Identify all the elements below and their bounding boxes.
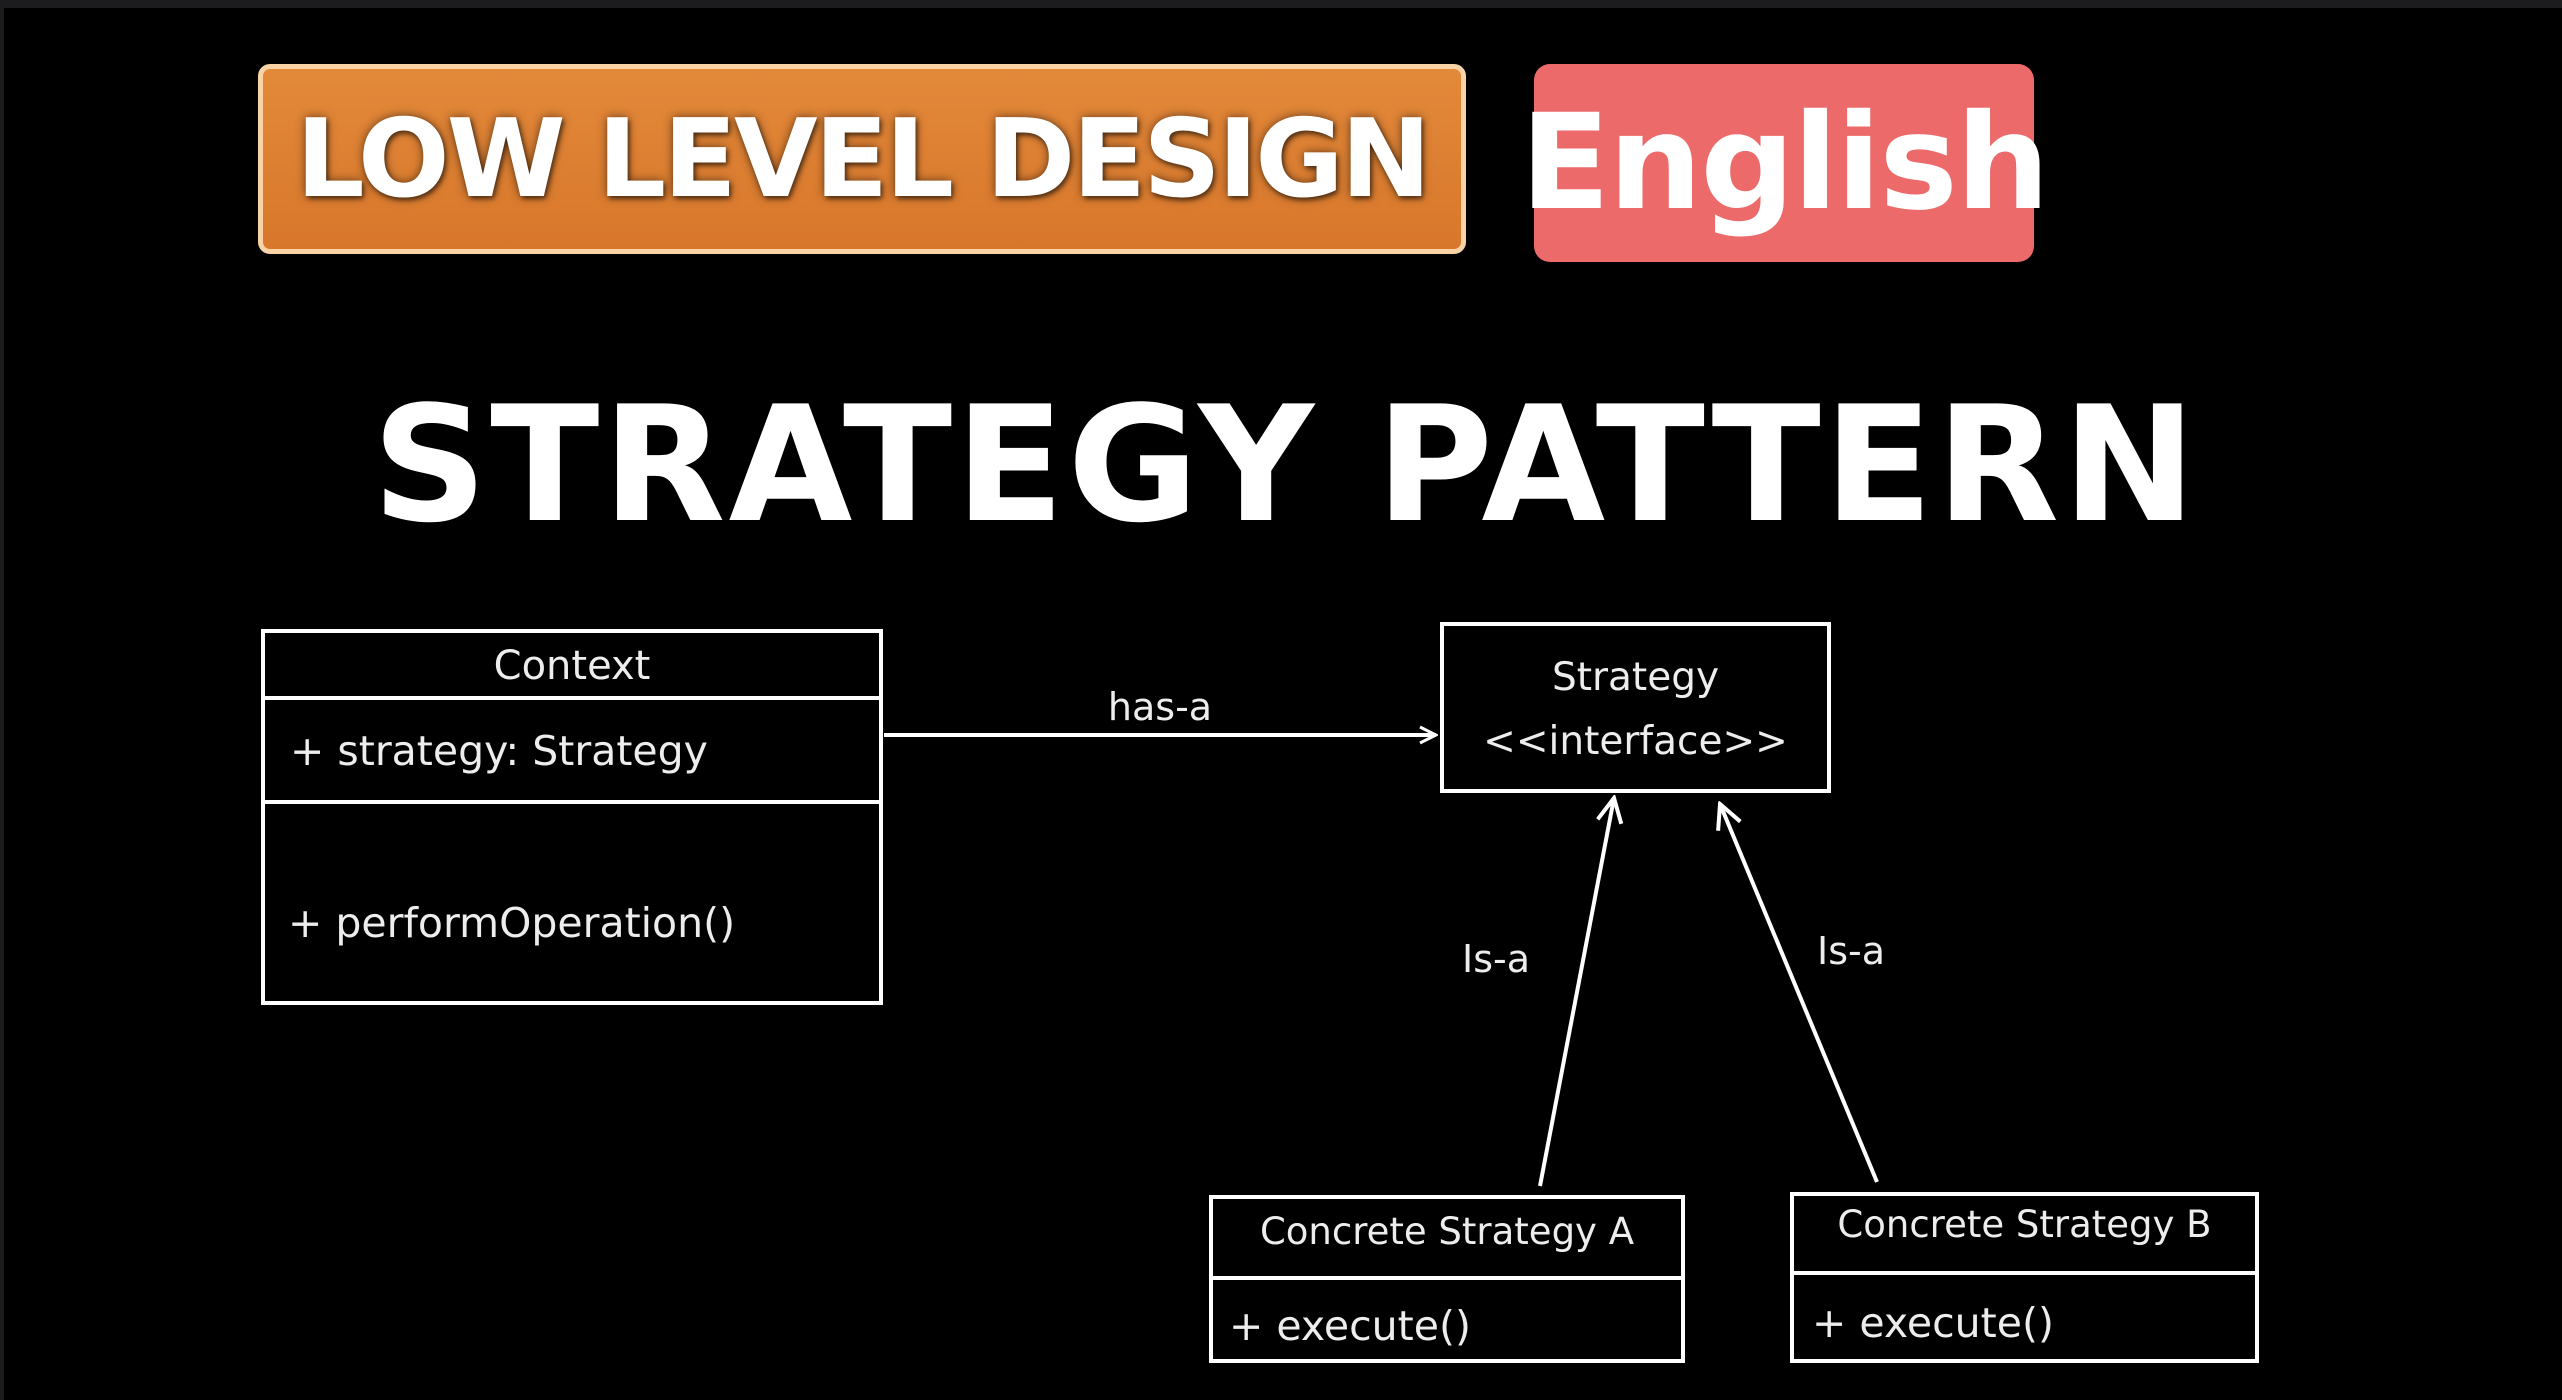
- concrete-strategy-a-name: Concrete Strategy A: [1259, 1210, 1635, 1253]
- low-level-design-badge: LOW LEVEL DESIGN: [258, 64, 1466, 254]
- context-class-box: [261, 629, 883, 1005]
- concrete-strategy-b-name: Concrete Strategy B: [1837, 1203, 2212, 1246]
- has-a-label: has-a: [1107, 685, 1213, 729]
- video-frame-top-edge: [0, 0, 2562, 8]
- is-a-arrow-a: [1538, 798, 1614, 1187]
- language-label: English: [1520, 86, 2050, 240]
- language-badge: English: [1520, 64, 2050, 262]
- context-attribute: + strategy: Strategy: [290, 727, 708, 775]
- strategy-interface-stereotype: <<interface>>: [1483, 719, 1788, 764]
- concrete-strategy-b-method: + execute(): [1812, 1299, 2054, 1347]
- video-frame-left-edge: [0, 0, 4, 1400]
- page-title: STRATEGY PATTERN: [372, 371, 2200, 558]
- is-a-label-a: Is-a: [1462, 937, 1531, 981]
- context-method: + performOperation(): [288, 899, 736, 947]
- is-a-label-b: Is-a: [1817, 929, 1886, 973]
- concrete-strategy-a-method: + execute(): [1229, 1302, 1471, 1350]
- context-class-name: Context: [493, 643, 651, 689]
- low-level-design-label: LOW LEVEL DESIGN: [295, 96, 1431, 222]
- is-a-arrow-b: [1720, 804, 1879, 1183]
- strategy-interface-name: Strategy: [1551, 655, 1720, 700]
- concrete-strategy-b-box: [1790, 1192, 2259, 1363]
- strategy-interface-box: [1440, 622, 1831, 793]
- concrete-strategy-a-box: [1209, 1195, 1685, 1363]
